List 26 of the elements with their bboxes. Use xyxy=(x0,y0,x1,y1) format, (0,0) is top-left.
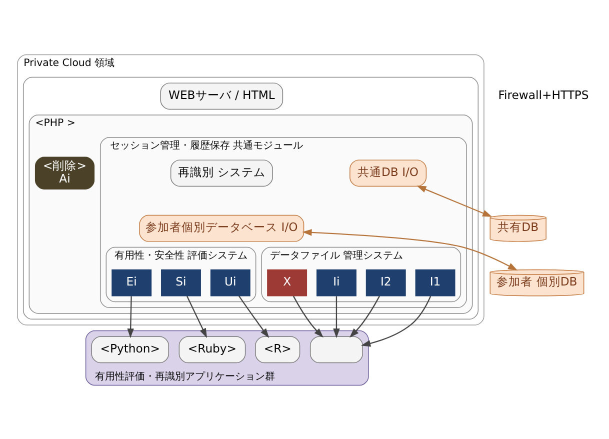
arrow xyxy=(302,228,518,270)
node-box: Ui xyxy=(210,268,250,296)
node-box: WEBサーバ / HTML xyxy=(160,82,284,110)
node-box: <Ruby> xyxy=(178,336,246,363)
node-box: I1 xyxy=(415,268,456,296)
arrow xyxy=(350,295,380,338)
node-box: I2 xyxy=(366,268,406,296)
label: Firewall+HTTPS xyxy=(498,87,589,102)
node-box: Si xyxy=(161,268,201,296)
node-box: 共通DB I/O xyxy=(350,159,427,186)
arrow xyxy=(416,185,492,216)
node-box: <Python> xyxy=(91,336,169,363)
node-box: <削除> Ai xyxy=(34,156,95,189)
node-box xyxy=(310,336,363,363)
arrow xyxy=(333,296,340,338)
arrow xyxy=(292,295,324,338)
node-box: 再識別 システム xyxy=(170,159,273,186)
node-box: X xyxy=(267,268,308,296)
arrow xyxy=(127,296,134,338)
arrow xyxy=(186,295,207,338)
node-box: Ei xyxy=(112,268,152,296)
node-box: 参加者個別データベース I/O xyxy=(139,214,304,242)
arrow xyxy=(360,295,432,346)
node-box: Ii xyxy=(316,268,356,296)
arrow xyxy=(238,295,270,338)
node-box: <R> xyxy=(255,336,300,363)
